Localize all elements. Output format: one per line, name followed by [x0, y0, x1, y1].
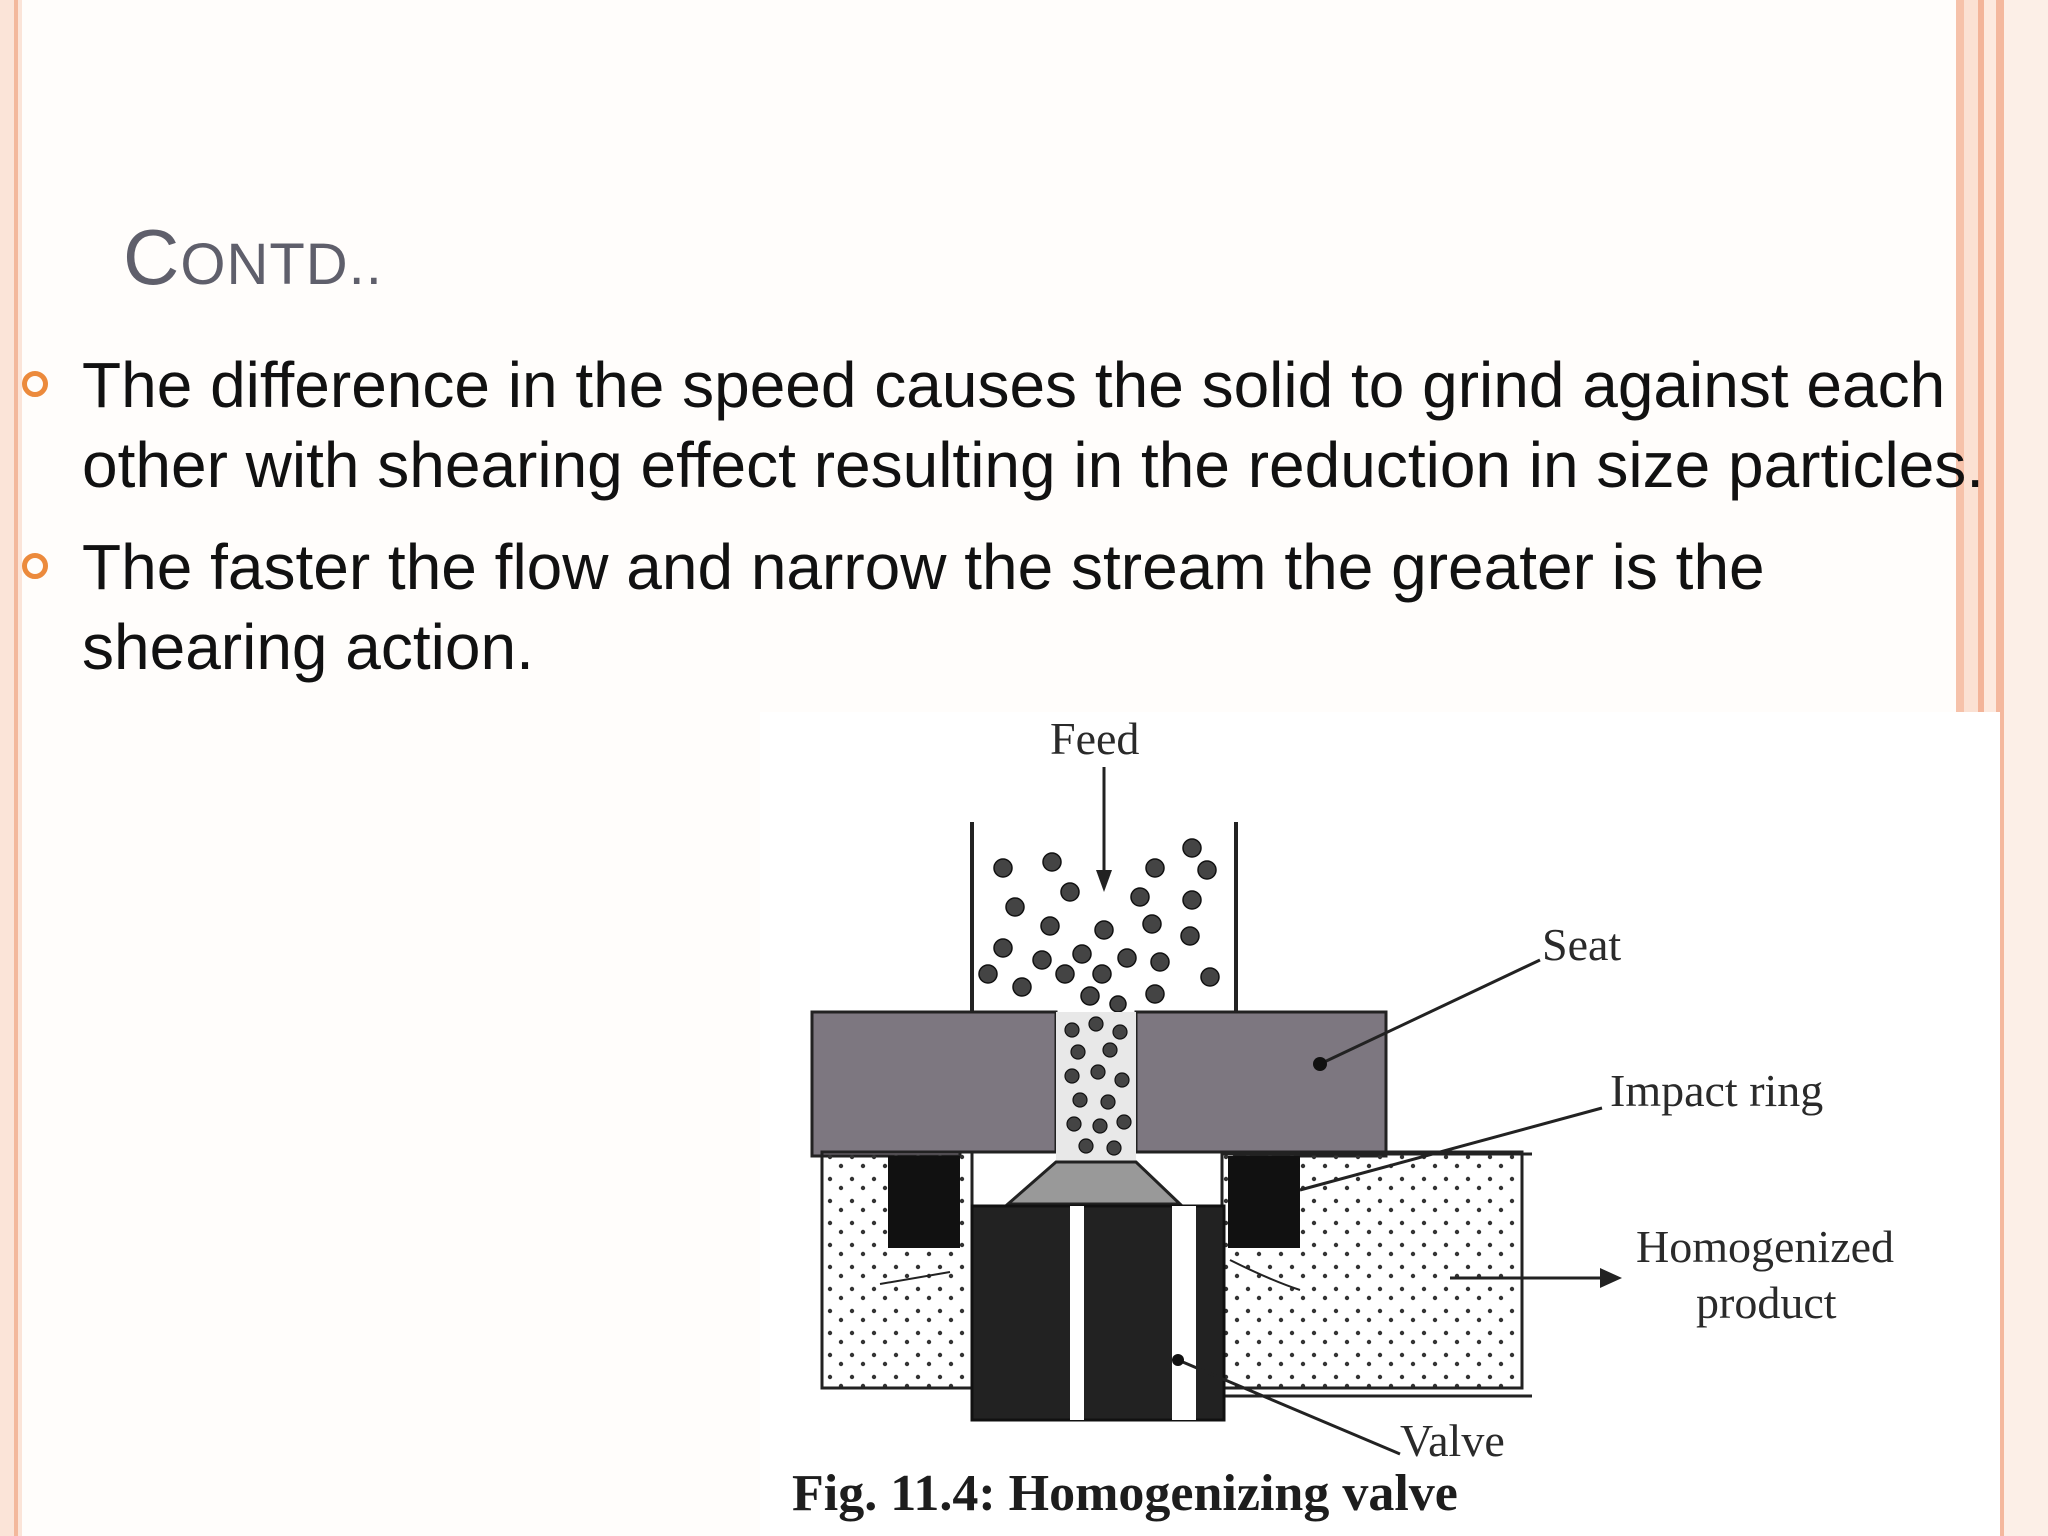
homogenizing-valve-diagram [810, 767, 1622, 1456]
channel-particles [1064, 1016, 1132, 1156]
valve-highlight [1070, 1206, 1084, 1420]
slide-title-rest: ONTD.. [180, 232, 383, 297]
flow-arrow [879, 1271, 951, 1285]
product-arrow-head [1600, 1268, 1622, 1288]
impact-ring-label: Impact ring [1610, 1065, 1824, 1116]
bullet-ring-icon [22, 371, 48, 397]
valve-leader-dot [1172, 1354, 1184, 1366]
seat-leader-dot [1313, 1057, 1327, 1071]
valve-seat-block [810, 1010, 1058, 1158]
valve-leader [1177, 1358, 1401, 1456]
impact-ring-leader [1299, 1106, 1603, 1192]
seat-label: Seat [1542, 919, 1622, 970]
feed-arrow-head [1096, 870, 1112, 892]
bullet-item: The faster the flow and narrow the strea… [22, 527, 2012, 687]
valve-highlight [1172, 1206, 1196, 1420]
bullet-text: The difference in the speed causes the s… [82, 349, 1985, 501]
right-border-stripe [1996, 0, 2004, 1536]
valve-seat-block [1134, 1010, 1388, 1158]
slide-title-initial: C [123, 213, 181, 301]
feed-label: Feed [1050, 713, 1140, 764]
feed-particles [978, 838, 1220, 1013]
bullet-item: The difference in the speed causes the s… [22, 345, 2012, 505]
figure-caption: Fig. 11.4: Homogenizing valve [792, 1465, 1458, 1522]
seat-leader [1319, 958, 1541, 1066]
left-border-line [14, 0, 18, 1536]
valve-label: Valve [1400, 1415, 1505, 1466]
homogenized-product-label-2: product [1696, 1277, 1837, 1328]
left-border [0, 0, 22, 1536]
bullet-text: The faster the flow and narrow the strea… [82, 531, 1765, 683]
bullet-ring-icon [22, 553, 48, 579]
homogenizing-valve-figure: Feed Seat Impact ring Homogenized produc… [760, 712, 2000, 1536]
homogenized-product-label: Homogenized [1636, 1221, 1895, 1272]
slide-title: CONTD.. [123, 212, 383, 303]
flow-arrow [1229, 1259, 1301, 1291]
impact-ring [1228, 1156, 1300, 1248]
impact-ring [888, 1156, 960, 1248]
right-border-stripe [2004, 0, 2048, 1536]
bullet-list: The difference in the speed causes the s… [22, 345, 2012, 709]
valve-cone [1004, 1160, 1184, 1206]
